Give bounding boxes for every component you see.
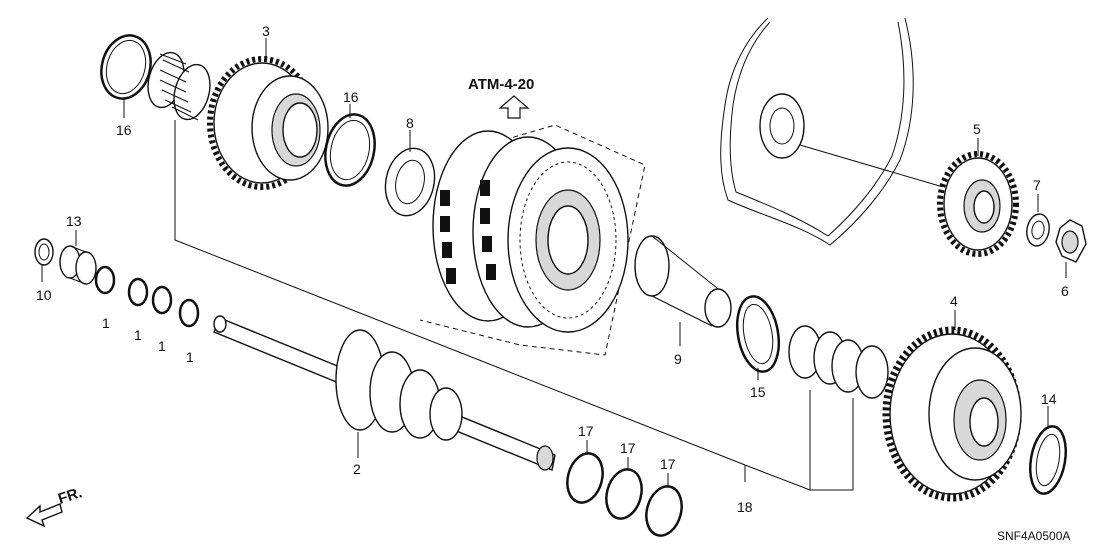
callout-17c: 17 (660, 456, 676, 472)
callout-1a: 1 (102, 315, 110, 331)
diagram-code: SNF4A0500A (997, 529, 1070, 543)
part-14-thrust-bearing[interactable] (1025, 424, 1070, 497)
part-7-washer[interactable] (1024, 212, 1051, 247)
callout-1c: 1 (158, 338, 166, 354)
part-1-shim-c[interactable] (151, 285, 173, 315)
part-3-gear[interactable] (207, 56, 329, 190)
part-1-shim-a[interactable] (94, 265, 116, 295)
part-8-thrust-washer[interactable] (379, 144, 440, 220)
reference-arrow (498, 95, 530, 119)
part-17-ring-c[interactable] (641, 482, 687, 539)
callout-1b: 1 (134, 327, 142, 343)
callout-4: 4 (950, 293, 958, 309)
reference-label[interactable]: ATM-4-20 (468, 76, 534, 93)
part-4-gear[interactable] (882, 326, 1022, 502)
part-2-mainshaft[interactable] (213, 315, 556, 471)
callout-15: 15 (750, 384, 766, 400)
part-6-nut[interactable] (1055, 219, 1087, 263)
part-17-ring-a[interactable] (562, 449, 608, 506)
callout-8: 8 (406, 115, 414, 131)
part-1-shim-d[interactable] (178, 298, 200, 328)
part-9-sleeve[interactable] (634, 235, 732, 328)
callout-14: 14 (1041, 391, 1057, 407)
callout-13: 13 (66, 213, 82, 229)
callout-9: 9 (674, 351, 682, 367)
leader-18 (174, 120, 854, 491)
callout-3: 3 (262, 23, 270, 39)
needle-bearing-pair[interactable] (788, 325, 889, 399)
callout-5: 5 (973, 121, 981, 137)
callout-17b: 17 (620, 440, 636, 456)
direction-label: FR. (56, 484, 84, 508)
callout-7: 7 (1033, 177, 1041, 193)
callout-1d: 1 (186, 349, 194, 365)
clutch-assembly[interactable] (419, 124, 646, 356)
front-direction-arrow (25, 503, 63, 528)
callout-6: 6 (1061, 283, 1069, 299)
callout-10: 10 (36, 287, 52, 303)
callout-18: 18 (737, 499, 753, 515)
transmission-case (720, 17, 961, 246)
part-10-ring[interactable] (34, 238, 54, 266)
callout-2: 2 (353, 461, 361, 477)
part-16-snap-ring-middle[interactable] (319, 110, 381, 190)
part-1-shim-b[interactable] (127, 277, 149, 307)
part-13-needle-bearing[interactable] (59, 245, 97, 285)
callout-16b: 16 (343, 89, 359, 105)
callout-17a: 17 (578, 423, 594, 439)
part-16-snap-ring-left[interactable] (95, 30, 158, 104)
callout-16a: 16 (116, 122, 132, 138)
part-5-gear[interactable] (937, 151, 1019, 257)
part-15-thrust-bearing[interactable] (732, 293, 785, 375)
needle-bearing-left[interactable] (142, 49, 215, 124)
part-17-ring-b[interactable] (601, 465, 647, 522)
